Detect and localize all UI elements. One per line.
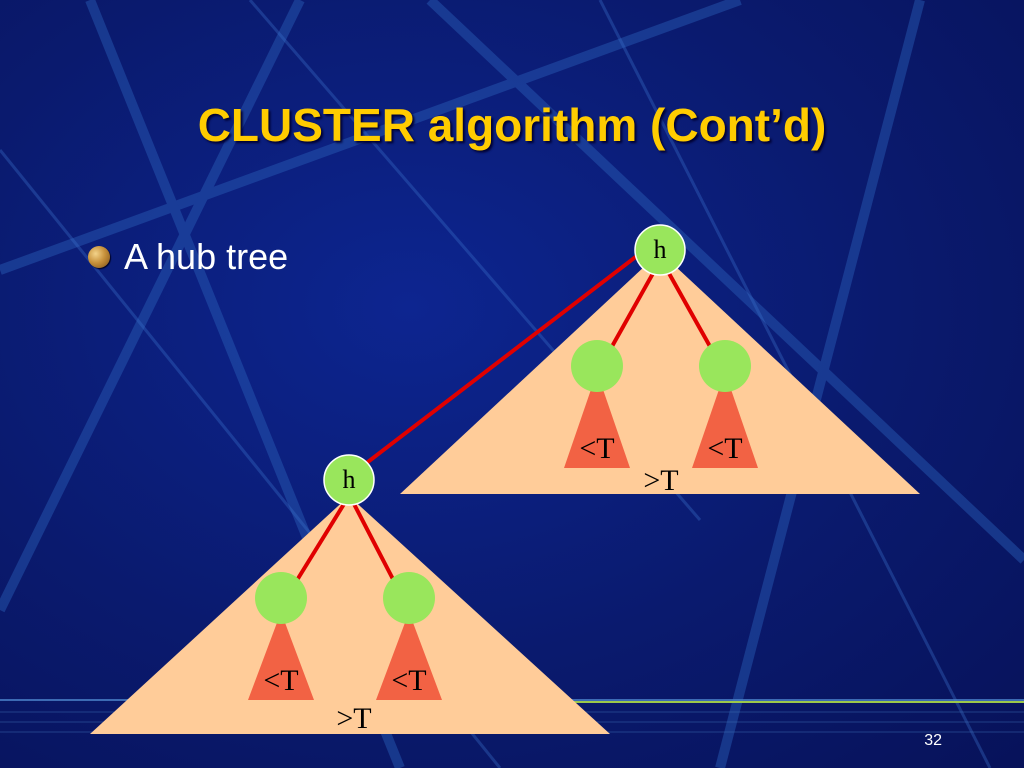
slide-number: 32 xyxy=(924,732,942,749)
upper-right-subtree-label: <T xyxy=(707,432,742,465)
upper-tree-label: >T xyxy=(643,464,678,497)
upper-root-label: h xyxy=(654,235,667,264)
bullet-text: A hub tree xyxy=(124,236,289,277)
lower-right-child-node xyxy=(383,572,435,624)
bronze-sphere-bullet-icon xyxy=(88,246,110,268)
lower-right-edge xyxy=(352,503,398,586)
lower-root-label: h xyxy=(343,465,356,494)
lower-tree-label: >T xyxy=(336,702,371,735)
upper-tree-triangle xyxy=(400,252,920,494)
upper-root-node xyxy=(634,224,686,276)
upper-left-subtree-triangle xyxy=(564,372,630,468)
lower-left-subtree-label: <T xyxy=(263,664,298,697)
lower-right-subtree-triangle xyxy=(376,612,442,700)
upper-left-subtree-label: <T xyxy=(579,432,614,465)
lower-tree: <T <T >T xyxy=(90,496,610,735)
lower-right-subtree-label: <T xyxy=(391,664,426,697)
bullet-item: A hub tree xyxy=(88,236,288,278)
upper-right-edge xyxy=(664,267,714,351)
slide-title: CLUSTER algorithm (Cont’d) xyxy=(197,99,827,151)
lower-left-child-node xyxy=(255,572,307,624)
upper-tree: <T <T >T xyxy=(400,252,920,497)
lower-left-edge xyxy=(292,502,346,587)
upper-right-child-node xyxy=(699,340,751,392)
lower-root-node xyxy=(323,454,375,506)
lower-tree-triangle xyxy=(90,496,610,734)
upper-left-child-node xyxy=(571,340,623,392)
lower-left-subtree-triangle xyxy=(248,612,314,700)
upper-left-edge xyxy=(608,267,658,351)
upper-right-subtree-triangle xyxy=(692,372,758,468)
hub-link-edge xyxy=(358,250,644,470)
